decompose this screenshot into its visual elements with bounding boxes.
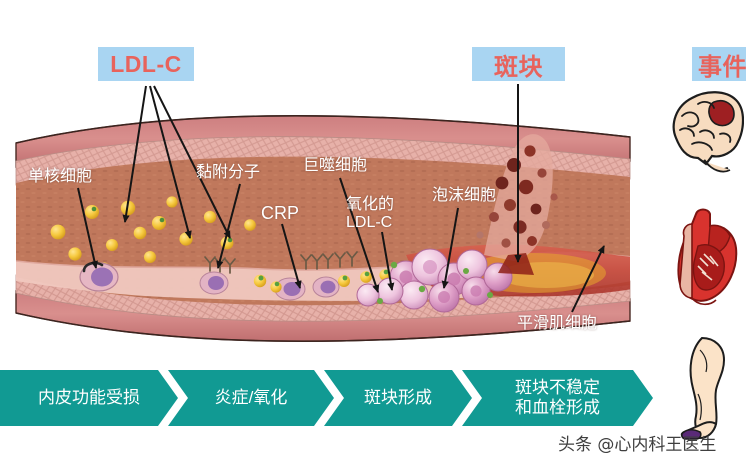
brain-icon (668, 82, 745, 193)
label-foam-cell: 泡沫细胞 (432, 187, 497, 204)
heart-icon (668, 206, 744, 327)
flow-step-endothelial-damage[interactable]: 内皮功能受损 (0, 370, 178, 426)
label-monocyte: 单核细胞 (28, 168, 93, 185)
label-adhesion-molecule: 黏附分子 (196, 164, 261, 181)
watermark-text: 头条 @心内科王医生 (558, 435, 717, 455)
leg-icon (676, 336, 742, 453)
label-oxidized-ldl-line1: 氧化的 (346, 196, 395, 213)
flow-step-label: 内皮功能受损 (38, 388, 140, 408)
flow-step-label-line2: 和血栓形成 (515, 398, 600, 417)
label-smooth-muscle-cell: 平滑肌细胞 (517, 315, 598, 332)
label-macrophage: 巨噬细胞 (303, 157, 368, 174)
callout-ldl-c: LDL-C (98, 47, 194, 81)
flow-step-inflammation[interactable]: 炎症/氧化 (168, 370, 334, 426)
flow-step-label: 炎症/氧化 (214, 388, 288, 408)
flow-step-label: 斑块形成 (364, 388, 432, 408)
monocyte-cell (79, 261, 119, 292)
callout-event: 事件 (692, 47, 746, 81)
label-oxidized-ldl-line2: LDL-C (346, 213, 393, 231)
process-flow-bar: 内皮功能受损 炎症/氧化 斑块形成 斑块不稳定 和血栓形成 (0, 370, 653, 426)
label-crp: CRP (261, 203, 300, 223)
flow-step-plaque-formation[interactable]: 斑块形成 (324, 370, 472, 426)
label-oxidized-ldl: 氧化的 LDL-C (346, 196, 394, 232)
flow-step-label-line1: 斑块不稳定 (515, 378, 600, 398)
callout-plaque: 斑块 (472, 47, 565, 81)
flow-step-plaque-rupture-thrombosis[interactable]: 斑块不稳定 和血栓形成 (462, 370, 653, 426)
